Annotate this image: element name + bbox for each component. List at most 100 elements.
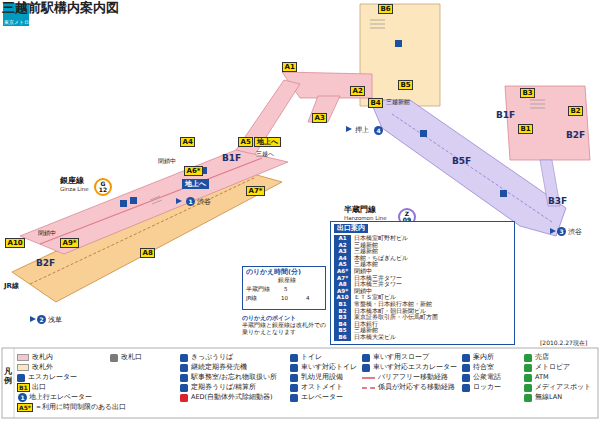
legend-text: AED(自動体外式除細動器) (191, 393, 273, 402)
legend-item: オストメイト (290, 383, 343, 392)
legend-text: 改札内 (32, 353, 53, 362)
node-label: A1 (334, 235, 351, 242)
legend-icon (17, 374, 25, 382)
direction-label: 渋谷 (568, 228, 582, 236)
node-label: のりかえ時間(分) (246, 268, 322, 277)
legend-text: オストメイト (301, 383, 343, 392)
node-label: B3 (334, 314, 351, 321)
legend-text: 継続定期券発売機 (191, 363, 247, 372)
node-label: 東京メトロ (4, 19, 29, 25)
legend-text: 乳幼児用設備 (301, 373, 343, 382)
node-label: A6* (187, 167, 201, 175)
legend-icon (462, 374, 470, 382)
facility-icons (120, 40, 507, 207)
exit-tag: A7* (246, 186, 265, 196)
exit-tag: A8 (140, 248, 155, 258)
node-label: B5 (401, 81, 411, 89)
legend-icon (180, 384, 188, 392)
legend-text: ロッカー (473, 383, 501, 392)
node-label: A5 (241, 138, 251, 146)
date-note: [2010.2.27現在] (540, 339, 587, 346)
node-label: A6* (334, 268, 351, 275)
legend-item: 乳幼児用設備 (290, 373, 343, 382)
node-text: 東京証券取引所・小伝馬町方面 (354, 314, 438, 321)
legend-item: エスカレーター (17, 373, 77, 382)
legend-text: 無線LAN (535, 393, 562, 402)
exit-tag: A9* (60, 238, 79, 248)
legend-item: エレベーター (290, 393, 343, 402)
exit-guide-row: A4本館・ちばぎんビル (334, 255, 511, 262)
node-label: B4 (334, 321, 351, 328)
line-name: JR線 (4, 282, 19, 290)
table-cell: 半蔵門線 (246, 286, 270, 293)
exit-tag: A6* (184, 166, 203, 176)
legend-item: メトロピア (524, 363, 570, 372)
legend-icon (524, 394, 532, 402)
node-label: A5 (334, 261, 351, 268)
node-label: A2 (334, 242, 351, 249)
legend-swatch (17, 364, 29, 371)
legend-line-sample (362, 387, 375, 389)
node-label: A3 (315, 114, 325, 122)
legend-icon (362, 354, 370, 362)
floor-label: B2F (36, 258, 55, 268)
b-exit-block (505, 86, 590, 160)
node-label: B2 (571, 107, 581, 115)
node-label: A10 (334, 294, 351, 301)
corridor (236, 80, 300, 156)
legend-icon (362, 364, 370, 372)
legend-icon (290, 364, 298, 372)
floor-label: B1F (496, 110, 515, 120)
node-text: ＥＴＳ室町ビル (354, 294, 396, 301)
exit-guide-row: A9*閉鎖中 (334, 288, 511, 295)
exit-guide-row: A8日本橋三井タワー (334, 281, 511, 288)
legend-icon (180, 394, 188, 402)
node-label: A8 (334, 281, 351, 288)
node-label: 地上へ (257, 138, 278, 146)
legend-item: 車いす対応トイレ (290, 363, 357, 372)
legend-item: ATM (524, 373, 549, 382)
node-label: A7* (249, 187, 263, 195)
legend-icon (524, 364, 532, 372)
legend-text: エレベーター (301, 393, 343, 402)
legend-icon (110, 354, 118, 362)
exit-tag: A5 (238, 137, 253, 147)
legend-text: 車いす対応トイレ (301, 363, 357, 372)
legend-text: 係員が対応する移動経路 (378, 383, 455, 392)
node-text: 日本橋本町・朝日新聞ビル (354, 308, 426, 315)
legend-icon (180, 364, 188, 372)
node-label: 出口案内 (334, 224, 368, 233)
exit-tag: A2 (350, 86, 365, 96)
exit-guide-row: A2三越新館 (334, 242, 511, 249)
legend-item: AED(自動体外式除細動器) (180, 393, 273, 402)
legend-text: 改札口 (121, 353, 142, 362)
legend-text: ＝利用に時間制限のある出口 (35, 403, 126, 412)
exit-tag: A1 (282, 62, 297, 72)
legend-item: 売店 (524, 353, 549, 362)
b1f-concourse (20, 150, 288, 254)
node-text: 三越新館 (354, 327, 378, 334)
note: 半蔵門線と銀座線は改札外での乗りかえとなります (242, 322, 328, 336)
floor-label: B5F (452, 156, 471, 166)
legend-text: 地上行エレベーター (29, 393, 92, 402)
place-label: 三越新館 (386, 98, 410, 105)
callout-number: 1 (186, 197, 195, 206)
node-label: A2 (353, 87, 363, 95)
exit-tag: B6 (378, 4, 393, 14)
node-label: A1 (285, 63, 295, 71)
exit-guide-row: B1常盤橋・日本銀行本館・新館 (334, 301, 511, 308)
exit-sign: 地上へ (254, 137, 281, 147)
legend-text: 出口 (32, 383, 46, 392)
exit-guide-row: A10ＥＴＳ室町ビル (334, 294, 511, 301)
node-label: B3 (523, 89, 533, 97)
exit-guide-row: A1日本橋室町野村ビル (334, 235, 511, 242)
node-label: A10 (8, 239, 23, 247)
legend-text: 公衆電話 (473, 373, 501, 382)
node-text: 本館・ちばぎんビル (354, 255, 408, 262)
legend-icon (462, 364, 470, 372)
legend-item: 無線LAN (524, 393, 562, 402)
barrier-free-route (40, 158, 262, 244)
node-text: 三越新館 (354, 242, 378, 249)
legend-text: エスカレーター (28, 373, 77, 382)
legend-text: 車いす対応エスカレーター (373, 363, 457, 372)
